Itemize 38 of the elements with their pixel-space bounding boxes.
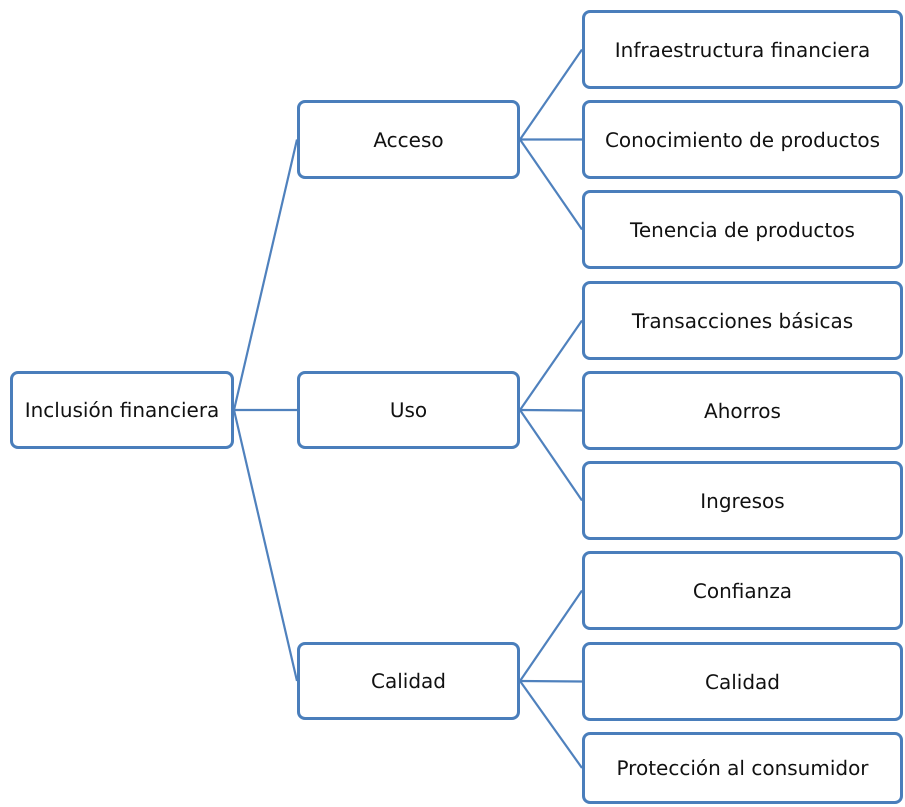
category-box: [582, 461, 903, 540]
category-box: [582, 732, 903, 804]
connector-line: [520, 408, 582, 412]
category-box: [582, 371, 903, 450]
connector-line: [519, 48, 583, 140]
connector-line: [520, 680, 582, 683]
box-label: Confianza: [692, 578, 794, 602]
connector-line: [519, 138, 583, 230]
box-label: Calidad: [370, 669, 447, 693]
connector-line: [232, 410, 298, 682]
box-label: Protección al consumidor: [615, 756, 870, 780]
category-box: [297, 371, 520, 449]
connector-line: [519, 409, 583, 502]
category-box: [582, 642, 903, 721]
connector-line: [519, 680, 583, 769]
category-box: [582, 190, 903, 269]
box-label: Calidad: [704, 670, 781, 694]
connector-line: [519, 320, 583, 411]
box-label: Conocimiento de productos: [604, 128, 882, 152]
box-label: Acceso: [372, 128, 445, 152]
connector-line: [520, 138, 582, 141]
category-box: [582, 10, 903, 89]
box-label: Ahorros: [703, 398, 782, 422]
box-label: Uso: [388, 398, 428, 422]
connector-line: [232, 139, 298, 410]
category-box: [582, 281, 903, 360]
connector-line: [519, 590, 583, 682]
box-label: Transacciones básicas: [630, 308, 854, 332]
category-box: [297, 642, 520, 720]
box-label: Inclusión financiera: [24, 398, 220, 422]
root-box: [10, 371, 234, 449]
connector-line: [234, 408, 297, 412]
category-box: [582, 100, 903, 179]
category-box: [582, 551, 903, 630]
category-box: [297, 100, 520, 179]
box-label: Ingresos: [699, 488, 786, 512]
box-label: Tenencia de productos: [629, 218, 856, 242]
box-label: Infraestructura financiera: [614, 38, 872, 62]
